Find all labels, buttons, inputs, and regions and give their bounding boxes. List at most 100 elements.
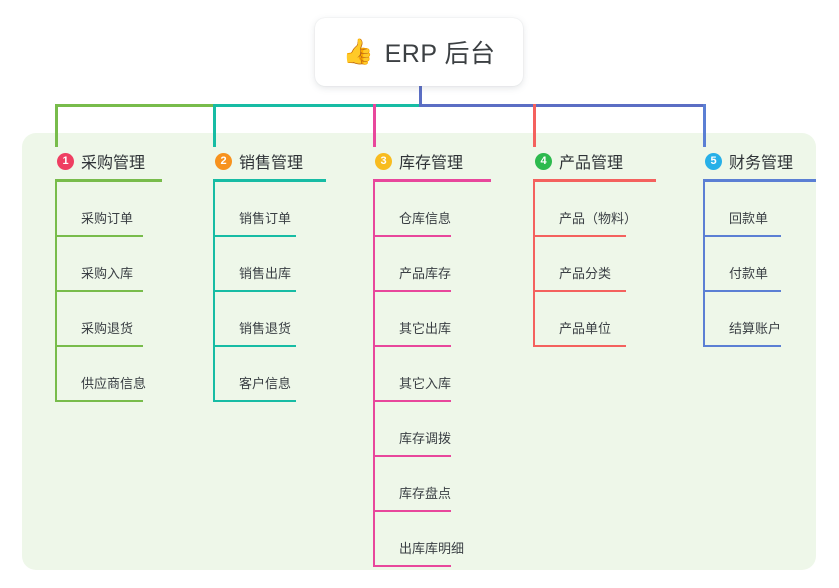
column-header-underline <box>213 179 326 182</box>
leaf-label: 产品（物料） <box>559 211 638 226</box>
column-number-badge: 4 <box>535 152 552 170</box>
column-header-underline <box>533 179 656 182</box>
column-header-产品管理[interactable]: 4 产品管理 <box>519 149 623 173</box>
leaf-label: 结算账户 <box>729 321 782 336</box>
leaf-underline <box>373 400 451 402</box>
leaf-underline <box>373 345 451 347</box>
leaf-spine <box>533 182 535 237</box>
column-库存管理: 3 库存管理仓库信息产品库存其它出库其它入库库存调拨库存盘点出库库明细 <box>359 149 491 567</box>
leaf-label: 采购入库 <box>81 266 134 281</box>
leaf-spine <box>213 237 215 292</box>
column-header-库存管理[interactable]: 3 库存管理 <box>359 149 463 173</box>
leaf-spine <box>373 347 375 402</box>
leaf-underline <box>213 345 296 347</box>
column-财务管理: 5 财务管理回款单付款单结算账户 <box>689 149 816 347</box>
leaf-spine <box>373 402 375 457</box>
leaf-underline <box>533 345 626 347</box>
leaf-spine <box>533 237 535 292</box>
leaf-label: 出库库明细 <box>399 541 465 556</box>
column-header-财务管理[interactable]: 5 财务管理 <box>689 149 793 173</box>
leaf-underline <box>373 510 451 512</box>
column-header-销售管理[interactable]: 2 销售管理 <box>199 149 303 173</box>
leaf-underline <box>55 235 143 237</box>
column-header-label: 财务管理 <box>729 155 794 172</box>
leaf-spine <box>213 182 215 237</box>
leaf-underline <box>533 235 626 237</box>
leaf-label: 产品库存 <box>399 266 452 281</box>
leaf-underline <box>55 290 143 292</box>
root-node-label: ERP 后台 <box>384 40 496 68</box>
leaf-underline <box>213 400 296 402</box>
connector-bar-segment-2 <box>213 104 422 107</box>
leaf-underline <box>373 565 451 567</box>
connector-drop-2 <box>213 104 216 147</box>
leaf-underline <box>373 290 451 292</box>
leaf-spine <box>213 347 215 402</box>
leaf-label: 销售出库 <box>239 266 292 281</box>
leaf-underline <box>213 235 296 237</box>
leaf-spine <box>373 237 375 292</box>
leaf-label: 库存盘点 <box>399 486 452 501</box>
leaf-label: 供应商信息 <box>81 376 147 391</box>
leaf-underline <box>55 400 143 402</box>
leaf-spine <box>55 182 57 237</box>
leaf-label: 回款单 <box>729 211 769 226</box>
connector-drop-4 <box>533 104 536 147</box>
leaf-label: 客户信息 <box>239 376 292 391</box>
leaf-spine <box>55 292 57 347</box>
leaf-label: 产品分类 <box>559 266 612 281</box>
leaf-label: 库存调拨 <box>399 431 452 446</box>
leaf-spine <box>373 512 375 567</box>
leaf-underline <box>703 345 781 347</box>
column-header-label: 产品管理 <box>559 155 624 172</box>
connector-bar-segment-3 <box>419 104 706 107</box>
column-header-label: 库存管理 <box>399 155 464 172</box>
connector-root-stem <box>419 86 422 107</box>
thumbs-up-icon: 👍 <box>342 37 374 66</box>
leaf-spine <box>373 182 375 237</box>
leaf-label: 付款单 <box>729 266 769 281</box>
diagram-panel <box>22 133 816 570</box>
leaf-spine <box>533 292 535 347</box>
leaf-label: 产品单位 <box>559 321 612 336</box>
leaf-underline <box>533 290 626 292</box>
connector-bar-segment-1 <box>55 104 216 107</box>
leaf-spine <box>55 347 57 402</box>
leaf-spine <box>703 237 705 292</box>
column-销售管理: 2 销售管理销售订单销售出库销售退货客户信息 <box>199 149 326 402</box>
column-number-badge: 2 <box>215 152 232 170</box>
leaf-underline <box>373 235 451 237</box>
leaf-underline <box>55 345 143 347</box>
leaf-spine <box>55 237 57 292</box>
leaf-underline <box>373 455 451 457</box>
leaf-underline <box>703 235 781 237</box>
column-number-badge: 5 <box>705 152 722 170</box>
leaf-label: 采购退货 <box>81 321 134 336</box>
connector-drop-1 <box>55 104 58 147</box>
connector-drop-3 <box>373 104 376 147</box>
leaf-spine <box>373 457 375 512</box>
column-产品管理: 4 产品管理产品（物料） 产品分类产品单位 <box>519 149 656 347</box>
leaf-label: 其它出库 <box>399 321 452 336</box>
leaf-spine <box>213 292 215 347</box>
leaf-underline <box>213 290 296 292</box>
leaf-underline <box>703 290 781 292</box>
column-number-badge: 3 <box>375 152 392 170</box>
column-header-underline <box>373 179 491 182</box>
leaf-label: 其它入库 <box>399 376 452 391</box>
column-header-label: 采购管理 <box>81 155 146 172</box>
leaf-spine <box>373 292 375 347</box>
connector-drop-5 <box>703 104 706 147</box>
leaf-spine <box>703 292 705 347</box>
leaf-label: 销售退货 <box>239 321 292 336</box>
column-number-badge: 1 <box>57 152 74 170</box>
leaf-label: 仓库信息 <box>399 211 452 226</box>
root-node-erp-backend[interactable]: 👍 ERP 后台 <box>315 18 523 86</box>
leaf-label: 销售订单 <box>239 211 292 226</box>
column-header-采购管理[interactable]: 1 采购管理 <box>41 149 145 173</box>
column-header-underline <box>55 179 162 182</box>
column-header-label: 销售管理 <box>239 155 304 172</box>
column-header-underline <box>703 179 816 182</box>
